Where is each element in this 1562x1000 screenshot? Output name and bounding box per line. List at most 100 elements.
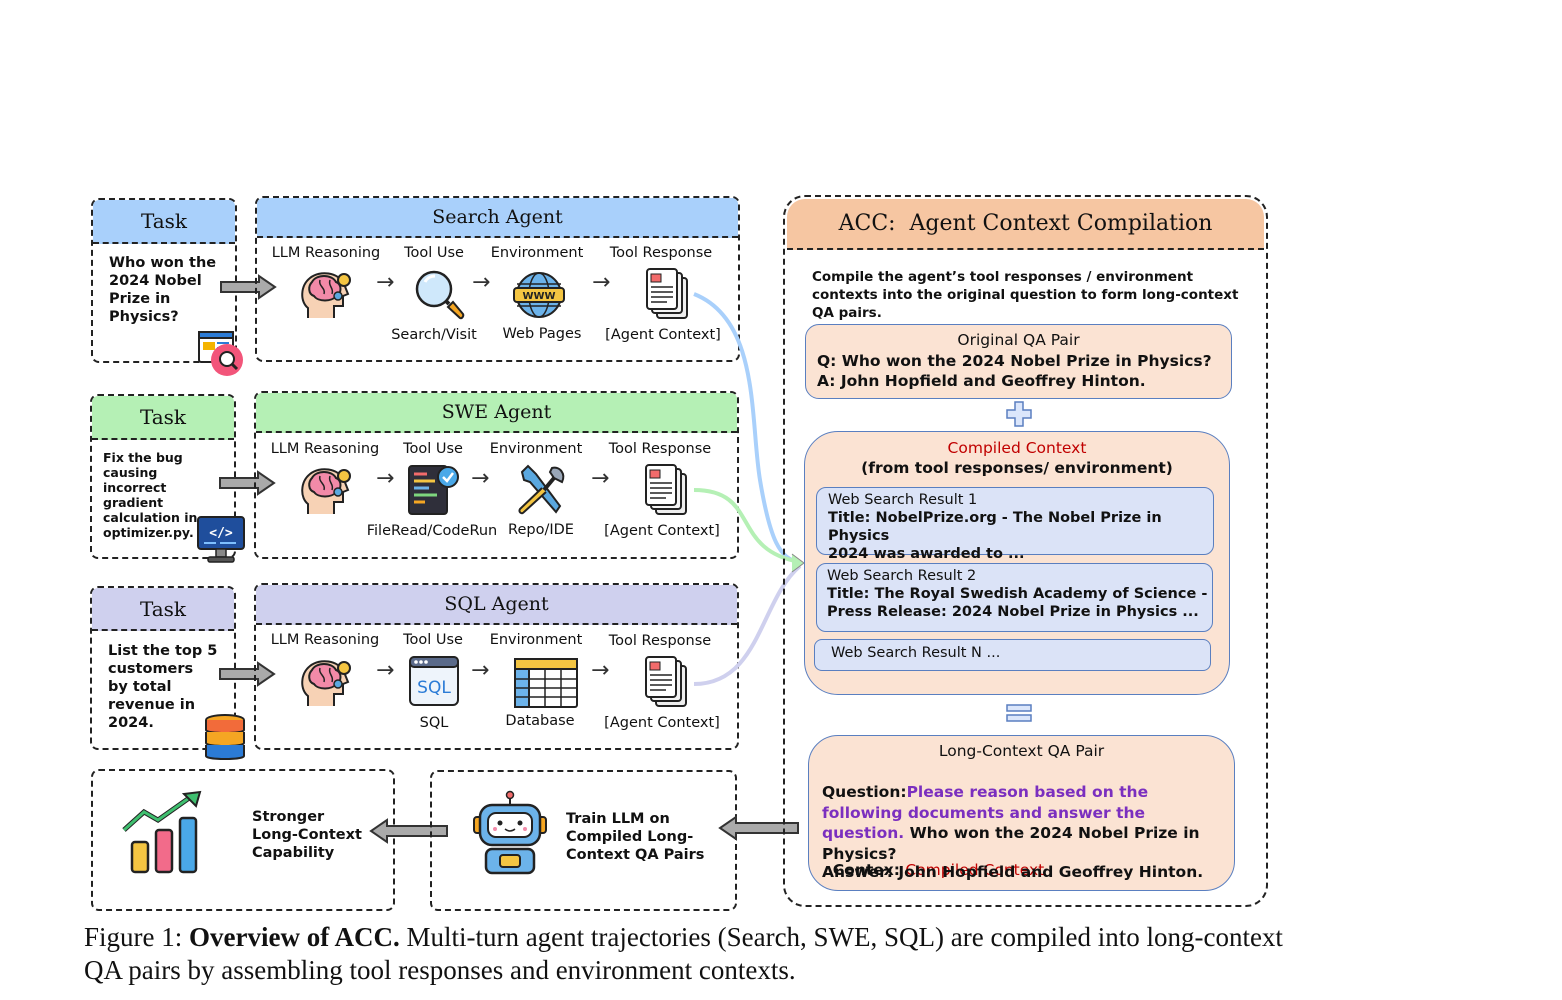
arrow-right-icon: → xyxy=(592,270,611,295)
arrow-right-icon: → xyxy=(376,466,395,491)
acc-panel xyxy=(783,195,1268,907)
documents-icon xyxy=(644,464,690,522)
agent-box-swe: SWE Agent xyxy=(254,391,739,559)
result-line: 2024 was awarded to ... xyxy=(828,546,1025,562)
agent-header: SQL Agent xyxy=(256,585,737,625)
caption-text: Multi-turn agent trajectories (Search, S… xyxy=(84,922,1283,985)
figure-caption: Figure 1: Overview of ACC. Multi-turn ag… xyxy=(84,921,1284,987)
train-box xyxy=(430,770,737,911)
step-label-env: Environment xyxy=(489,632,583,648)
response-label: [Agent Context] xyxy=(605,327,721,343)
long-context-qa-title: Long-Context QA Pair xyxy=(938,742,1105,760)
original-qa-box xyxy=(805,324,1232,399)
plus-icon xyxy=(1006,401,1032,431)
arrow-right-icon: → xyxy=(376,658,395,683)
step-label-reasoning: LLM Reasoning xyxy=(270,441,380,457)
agent-box-search: Search Agent xyxy=(255,196,740,362)
arrow-right-icon: → xyxy=(472,270,491,295)
response-label: [Agent Context] xyxy=(604,523,720,539)
search-result-card: Web Search Result 2 Title: The Royal Swe… xyxy=(816,563,1213,632)
original-qa-title: Original QA Pair xyxy=(957,331,1080,349)
long-context-question: Question:Please reason based on the foll… xyxy=(822,782,1224,864)
task-text: Who won the 2024 Nobel Prize in Physics? xyxy=(109,255,217,325)
arrow-right-icon: → xyxy=(376,270,395,295)
task-title: Task xyxy=(139,405,187,429)
svg-text:WWW: WWW xyxy=(522,291,555,302)
env-label: Web Pages xyxy=(502,326,582,342)
compiled-context-subtitle: (from tool responses/ environment) xyxy=(861,459,1173,477)
question-instruction: Please reason based on the following doc… xyxy=(822,783,1149,842)
database-stack-icon xyxy=(203,713,247,769)
table-grid-icon xyxy=(513,657,579,713)
result-line: Title: The Royal Swedish Academy of Scie… xyxy=(827,586,1208,602)
acc-intro: Compile the agent’s tool responses / env… xyxy=(812,269,1239,321)
task-box-swe: Task Fix the bug causing incorrect gradi… xyxy=(90,394,236,559)
step-label-response: Tool Response xyxy=(608,441,712,457)
search-result-card: Web Search Result 1 Title: NobelPrize.or… xyxy=(816,487,1214,562)
response-label: [Agent Context] xyxy=(604,715,720,731)
documents-icon xyxy=(644,656,690,714)
arrow-right-icon: → xyxy=(471,466,490,491)
www-globe-icon: WWW xyxy=(512,270,566,324)
brain-head-icon xyxy=(298,656,354,714)
arrow-right-icon: → xyxy=(591,466,610,491)
magnifier-icon xyxy=(413,268,465,326)
agent-title: SQL Agent xyxy=(444,593,549,615)
step-label-response: Tool Response xyxy=(608,633,712,649)
context-label: Contex: xyxy=(832,861,906,879)
long-context-context: Contex: Compiled Context xyxy=(822,843,1044,879)
search-connector-curve xyxy=(693,292,801,564)
webpage-search-icon xyxy=(197,328,247,382)
code-monitor-icon: </> xyxy=(196,515,246,569)
step-label-env: Environment xyxy=(490,245,584,261)
step-label-tool: Tool Use xyxy=(403,441,463,457)
step-label-tool: Tool Use xyxy=(404,245,464,261)
agent-title: Search Agent xyxy=(432,206,563,228)
agent-header: SWE Agent xyxy=(256,393,737,433)
agent-title: SWE Agent xyxy=(441,401,552,423)
task-box-search: Task Who won the 2024 Nobel Prize in Phy… xyxy=(91,198,237,363)
long-context-answer: Answer: John Hopfield and Geoffrey Hinto… xyxy=(822,863,1204,881)
search-result-card: Web Search Result N ... xyxy=(814,639,1211,671)
result-line: Title: NobelPrize.org - The Nobel Prize … xyxy=(828,510,1162,544)
task-title: Task xyxy=(140,209,188,233)
task-header: Task xyxy=(92,588,234,631)
task-text: List the top 5 customers by total revenu… xyxy=(108,643,218,731)
question-text: Who won the 2024 Nobel Prize in Physics? xyxy=(822,824,1200,863)
capability-text: Stronger Long-Context Capability xyxy=(252,809,362,861)
code-file-check-icon xyxy=(407,464,461,522)
swe-connector-curve xyxy=(693,488,801,564)
step-label-env: Environment xyxy=(489,441,583,457)
task-header: Task xyxy=(92,396,234,440)
arrow-right-icon: → xyxy=(471,658,490,683)
train-text: Train LLM on Compiled Long-Context QA Pa… xyxy=(566,811,705,863)
caption-prefix: Figure 1: xyxy=(84,922,189,952)
original-qa-question: Q: Who won the 2024 Nobel Prize in Physi… xyxy=(817,352,1212,370)
sql-file-icon: SQL xyxy=(408,655,460,711)
arrow-right-icon: → xyxy=(591,658,610,683)
capability-box xyxy=(91,769,395,911)
equals-icon xyxy=(1006,703,1032,727)
task-text: Fix the bug causing incorrect gradient c… xyxy=(103,450,198,540)
documents-icon xyxy=(645,268,691,326)
acc-title: ACC: Agent Context Compilation xyxy=(838,211,1213,236)
arrow-task-to-agent xyxy=(219,470,276,498)
compiled-context-title: Compiled Context xyxy=(947,439,1087,457)
robot-icon xyxy=(470,790,550,879)
question-label: Question: xyxy=(822,783,907,801)
growth-chart-icon xyxy=(122,790,208,880)
tool-label: Search/Visit xyxy=(391,327,477,343)
result-line: Press Release: 2024 Nobel Prize in Physi… xyxy=(827,604,1199,620)
svg-text:</>: </> xyxy=(209,526,233,541)
step-label-reasoning: LLM Reasoning xyxy=(271,245,381,261)
brain-head-icon xyxy=(298,268,354,326)
step-label-response: Tool Response xyxy=(609,245,713,261)
env-label: Repo/IDE xyxy=(508,522,574,538)
arrow-left-icon xyxy=(369,818,448,846)
arrow-left-icon xyxy=(718,815,799,843)
result-head: Web Search Result 1 xyxy=(828,492,978,508)
tool-label: SQL xyxy=(419,715,449,731)
step-label-reasoning: LLM Reasoning xyxy=(270,632,380,648)
agent-header: Search Agent xyxy=(257,198,738,238)
